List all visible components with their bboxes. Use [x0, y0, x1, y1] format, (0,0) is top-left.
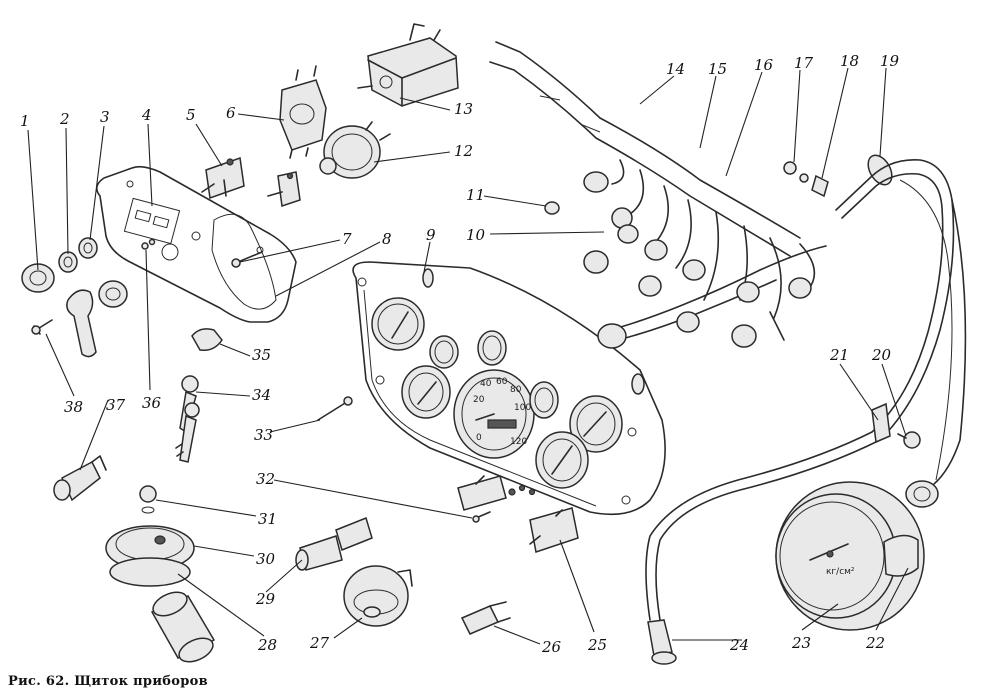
speedo-tick-0: 0 — [476, 433, 482, 443]
bolt-part-20 — [897, 431, 921, 449]
callout-11: 11 — [466, 186, 485, 204]
cap-nut — [98, 280, 128, 308]
cylinder-part-28 — [150, 591, 216, 663]
callout-9: 9 — [426, 226, 436, 244]
clamp-part-22 — [883, 534, 919, 577]
callout-25: 25 — [587, 636, 607, 654]
callout-14: 14 — [666, 60, 685, 78]
bolt-part-31 — [139, 485, 157, 514]
callout-32: 32 — [256, 470, 275, 488]
relay-part-6 — [279, 65, 327, 159]
instrument-cluster-part-9: 20 40 60 80 100 120 0 — [352, 261, 666, 516]
leader-lines — [27, 67, 909, 645]
callout-21: 21 — [829, 346, 849, 364]
callout-30: 30 — [256, 550, 276, 568]
bracket-part-21 — [871, 402, 891, 444]
screw-part-17 — [783, 161, 809, 183]
callout-numbers: 1 2 3 4 5 6 7 8 9 10 11 12 13 14 15 16 1… — [20, 52, 900, 656]
ignition-keys-part-34 — [175, 375, 200, 463]
screw-part-7 — [231, 251, 263, 268]
speedo-tick-120: 120 — [510, 437, 527, 447]
callout-7: 7 — [342, 230, 352, 248]
screw-part-33 — [317, 396, 353, 421]
callout-31: 31 — [258, 510, 277, 528]
sensor-part-37 — [53, 455, 107, 502]
switch-part-25 — [529, 507, 579, 553]
callout-6: 6 — [226, 104, 236, 122]
housing-part-30 — [105, 525, 195, 587]
speedometer: 20 40 60 80 100 120 0 — [453, 369, 535, 459]
speedo-tick-60: 60 — [496, 377, 508, 387]
toggle-switch-part-5 — [201, 156, 245, 200]
switch-small-1 — [457, 475, 536, 511]
callout-37: 37 — [106, 396, 126, 414]
sender-part-27 — [343, 565, 413, 627]
callout-13: 13 — [454, 100, 473, 118]
callout-29: 29 — [255, 590, 276, 608]
figure-caption: Рис. 62. Щиток приборов — [8, 674, 208, 689]
speedo-tick-20: 20 — [473, 395, 485, 405]
switch-assembly-part-13 — [357, 23, 459, 107]
callout-26: 26 — [541, 638, 562, 656]
callout-18: 18 — [840, 52, 859, 70]
callout-17: 17 — [794, 54, 814, 72]
callout-2: 2 — [59, 110, 70, 128]
callout-10: 10 — [466, 226, 486, 244]
screw-part-32 — [472, 511, 491, 523]
callout-34: 34 — [252, 386, 271, 404]
callout-12: 12 — [454, 142, 473, 160]
callout-22: 22 — [865, 634, 885, 652]
lever-handle — [66, 289, 97, 358]
washer-part-3 — [78, 237, 98, 259]
callout-20: 20 — [871, 346, 892, 364]
callout-38: 38 — [64, 398, 83, 416]
push-switch — [267, 171, 301, 207]
callout-36: 36 — [142, 394, 162, 412]
bulb-part-11 — [544, 201, 560, 215]
screw-part-36 — [141, 238, 156, 250]
speedo-tick-100: 100 — [514, 403, 531, 413]
callout-27: 27 — [309, 634, 330, 652]
callout-35: 35 — [252, 346, 271, 364]
cap-part-35 — [191, 328, 223, 352]
pressure-gauge-unit: кг/см² — [826, 567, 855, 577]
wiring-harness-parts-14-16 — [489, 41, 827, 349]
callout-3: 3 — [100, 108, 110, 126]
callout-4: 4 — [141, 106, 152, 124]
pressure-gauge-part-23: кг/см² — [775, 481, 925, 631]
callout-28: 28 — [257, 636, 277, 654]
clip-part-18 — [811, 174, 829, 198]
speedo-tick-40: 40 — [480, 379, 492, 389]
callout-33: 33 — [254, 426, 273, 444]
speedo-tick-80: 80 — [510, 385, 522, 395]
callout-1: 1 — [20, 112, 30, 130]
pressure-tube — [905, 199, 967, 508]
lamp-socket-part-10 — [617, 224, 639, 244]
rotary-switch-part-12 — [319, 121, 391, 179]
washer-part-2 — [58, 251, 78, 273]
callout-8: 8 — [382, 230, 392, 248]
callout-24: 24 — [729, 636, 749, 654]
callout-23: 23 — [791, 634, 811, 652]
callout-19: 19 — [880, 52, 900, 70]
mounting-plate-part-8 — [96, 165, 297, 323]
callout-5: 5 — [186, 106, 196, 124]
screw-part-38 — [31, 319, 53, 335]
callout-16: 16 — [754, 56, 774, 74]
cable-tube — [645, 159, 955, 665]
sensor-part-29 — [295, 516, 373, 571]
sensor-part-26 — [460, 601, 511, 635]
callout-15: 15 — [708, 60, 727, 78]
